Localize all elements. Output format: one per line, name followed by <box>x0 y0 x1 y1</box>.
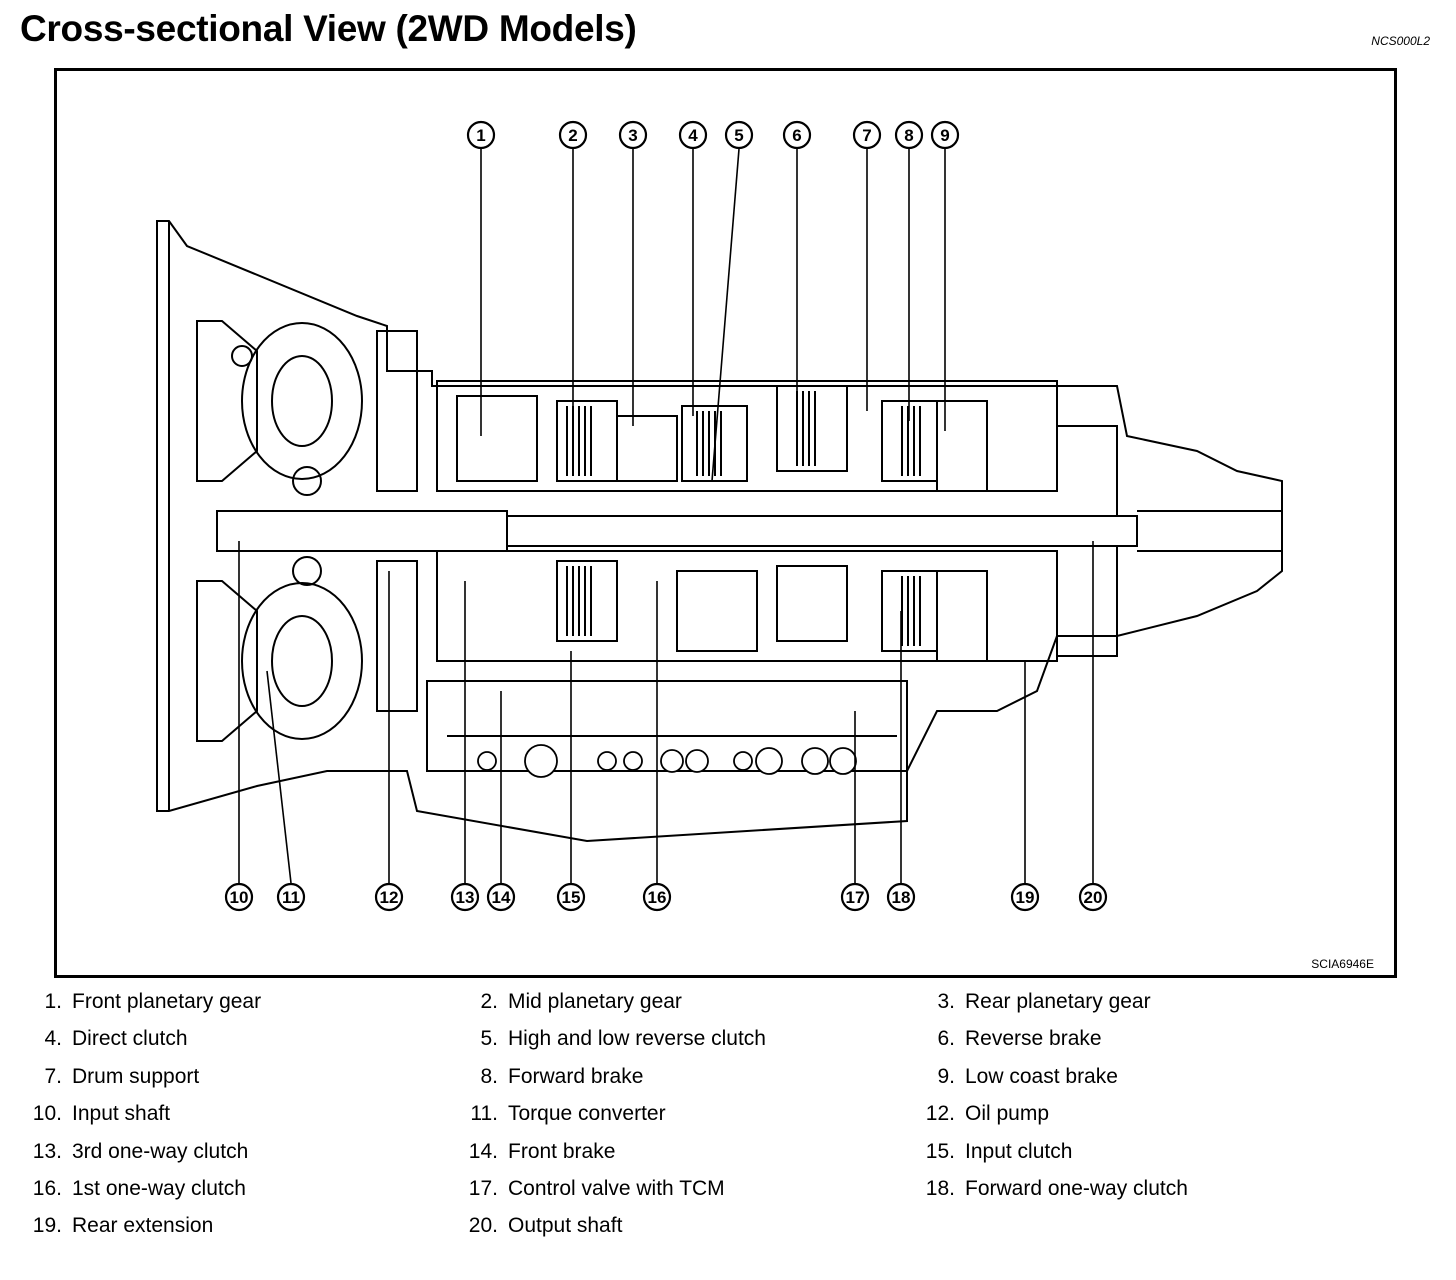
callout-number: 18 <box>892 888 911 907</box>
callout-number: 6 <box>792 126 801 145</box>
callout-1: 1 <box>466 120 496 150</box>
legend-number: 18. <box>925 1177 955 1200</box>
callout-number: 2 <box>568 126 577 145</box>
legend-number: 8. <box>480 1064 498 1088</box>
legend-label: 1st one-way clutch <box>72 1177 246 1200</box>
legend-label: High and low reverse clutch <box>508 1027 766 1051</box>
legend-number: 7. <box>44 1064 62 1088</box>
legend-number: 16. <box>32 1177 62 1200</box>
legend-number: 13. <box>32 1139 62 1163</box>
legend-label: 3rd one-way clutch <box>72 1139 249 1163</box>
legend-number: 6. <box>937 1027 955 1051</box>
legend-number: 19. <box>32 1214 62 1238</box>
callout-number: 16 <box>648 888 667 907</box>
callout-5: 5 <box>724 120 754 150</box>
callout-number: 20 <box>1084 888 1103 907</box>
callout-number: 14 <box>492 888 511 907</box>
callout-10: 10 <box>224 882 254 912</box>
callout-20: 20 <box>1078 882 1108 912</box>
callout-3: 3 <box>618 120 648 150</box>
callout-number: 13 <box>456 888 475 907</box>
callout-12: 12 <box>374 882 404 912</box>
legend-number: 4. <box>44 1027 62 1051</box>
legend-label: Drum support <box>72 1064 200 1088</box>
shafts <box>216 510 1283 552</box>
legend-number: 3. <box>937 990 955 1013</box>
callout-number: 3 <box>628 126 637 145</box>
callout-number: 19 <box>1016 888 1035 907</box>
legend-number: 1. <box>44 990 62 1013</box>
legend-number: 5. <box>480 1027 498 1051</box>
callout-9: 9 <box>930 120 960 150</box>
legend-number: 17. <box>468 1177 498 1200</box>
callout-number: 7 <box>862 126 871 145</box>
callout-number: 1 <box>476 126 485 145</box>
legend-number: 15. <box>925 1139 955 1163</box>
callout-8: 8 <box>894 120 924 150</box>
legend-label: Direct clutch <box>72 1027 188 1051</box>
legend-number: 12. <box>925 1102 955 1126</box>
callout-number: 9 <box>940 126 949 145</box>
legend-number: 9. <box>937 1064 955 1088</box>
legend-label: Output shaft <box>508 1214 623 1238</box>
legend-label: Reverse brake <box>965 1027 1102 1051</box>
legend-label: Low coast brake <box>965 1064 1118 1088</box>
legend-label: Rear planetary gear <box>965 990 1151 1013</box>
callout-14: 14 <box>486 882 516 912</box>
callout-number: 15 <box>562 888 581 907</box>
legend-number: 20. <box>468 1214 498 1238</box>
leader-line-11 <box>266 670 292 884</box>
legend-label: Forward brake <box>508 1064 644 1088</box>
legend-label: Front brake <box>508 1139 616 1163</box>
callout-4: 4 <box>678 120 708 150</box>
legend-number: 2. <box>480 990 498 1013</box>
callout-number: 11 <box>282 888 300 907</box>
callout-17: 17 <box>840 882 870 912</box>
callout-11: 11 <box>276 882 306 912</box>
callout-number: 4 <box>688 126 698 145</box>
callout-number: 8 <box>904 126 913 145</box>
page-title: Cross-sectional View (2WD Models) <box>20 8 637 49</box>
reference-code: NCS000L2 <box>1371 34 1430 48</box>
callout-number: 12 <box>380 888 399 907</box>
callout-18: 18 <box>886 882 916 912</box>
legend-label: Front planetary gear <box>72 990 262 1013</box>
legend-label: Control valve with TCM <box>508 1177 725 1200</box>
legend-label: Torque converter <box>508 1102 666 1126</box>
legend-label: Oil pump <box>965 1102 1050 1126</box>
legend-label: Forward one-way clutch <box>965 1177 1188 1200</box>
callout-number: 17 <box>846 888 865 907</box>
callout-15: 15 <box>556 882 586 912</box>
legend-label: Input clutch <box>965 1139 1073 1163</box>
legend-label: Rear extension <box>72 1214 214 1238</box>
legend-number: 14. <box>468 1139 498 1163</box>
legend-number: 10. <box>32 1102 62 1126</box>
callout-19: 19 <box>1010 882 1040 912</box>
legend-label: Input shaft <box>72 1102 171 1126</box>
legend-label: Mid planetary gear <box>508 990 682 1013</box>
callout-16: 16 <box>642 882 672 912</box>
callout-number: 10 <box>230 888 249 907</box>
leader-lines <box>238 148 1094 884</box>
callout-number: 5 <box>734 126 743 145</box>
leader-line-5 <box>711 148 740 482</box>
legend-number: 11. <box>470 1102 498 1126</box>
callout-6: 6 <box>782 120 812 150</box>
figure-code: SCIA6946E <box>1311 957 1374 971</box>
callout-7: 7 <box>852 120 882 150</box>
callout-2: 2 <box>558 120 588 150</box>
callout-13: 13 <box>450 882 480 912</box>
legend: 1. Front planetary gear 2. Mid planetary ge… <box>0 990 1456 1270</box>
valve-bores <box>477 744 857 778</box>
